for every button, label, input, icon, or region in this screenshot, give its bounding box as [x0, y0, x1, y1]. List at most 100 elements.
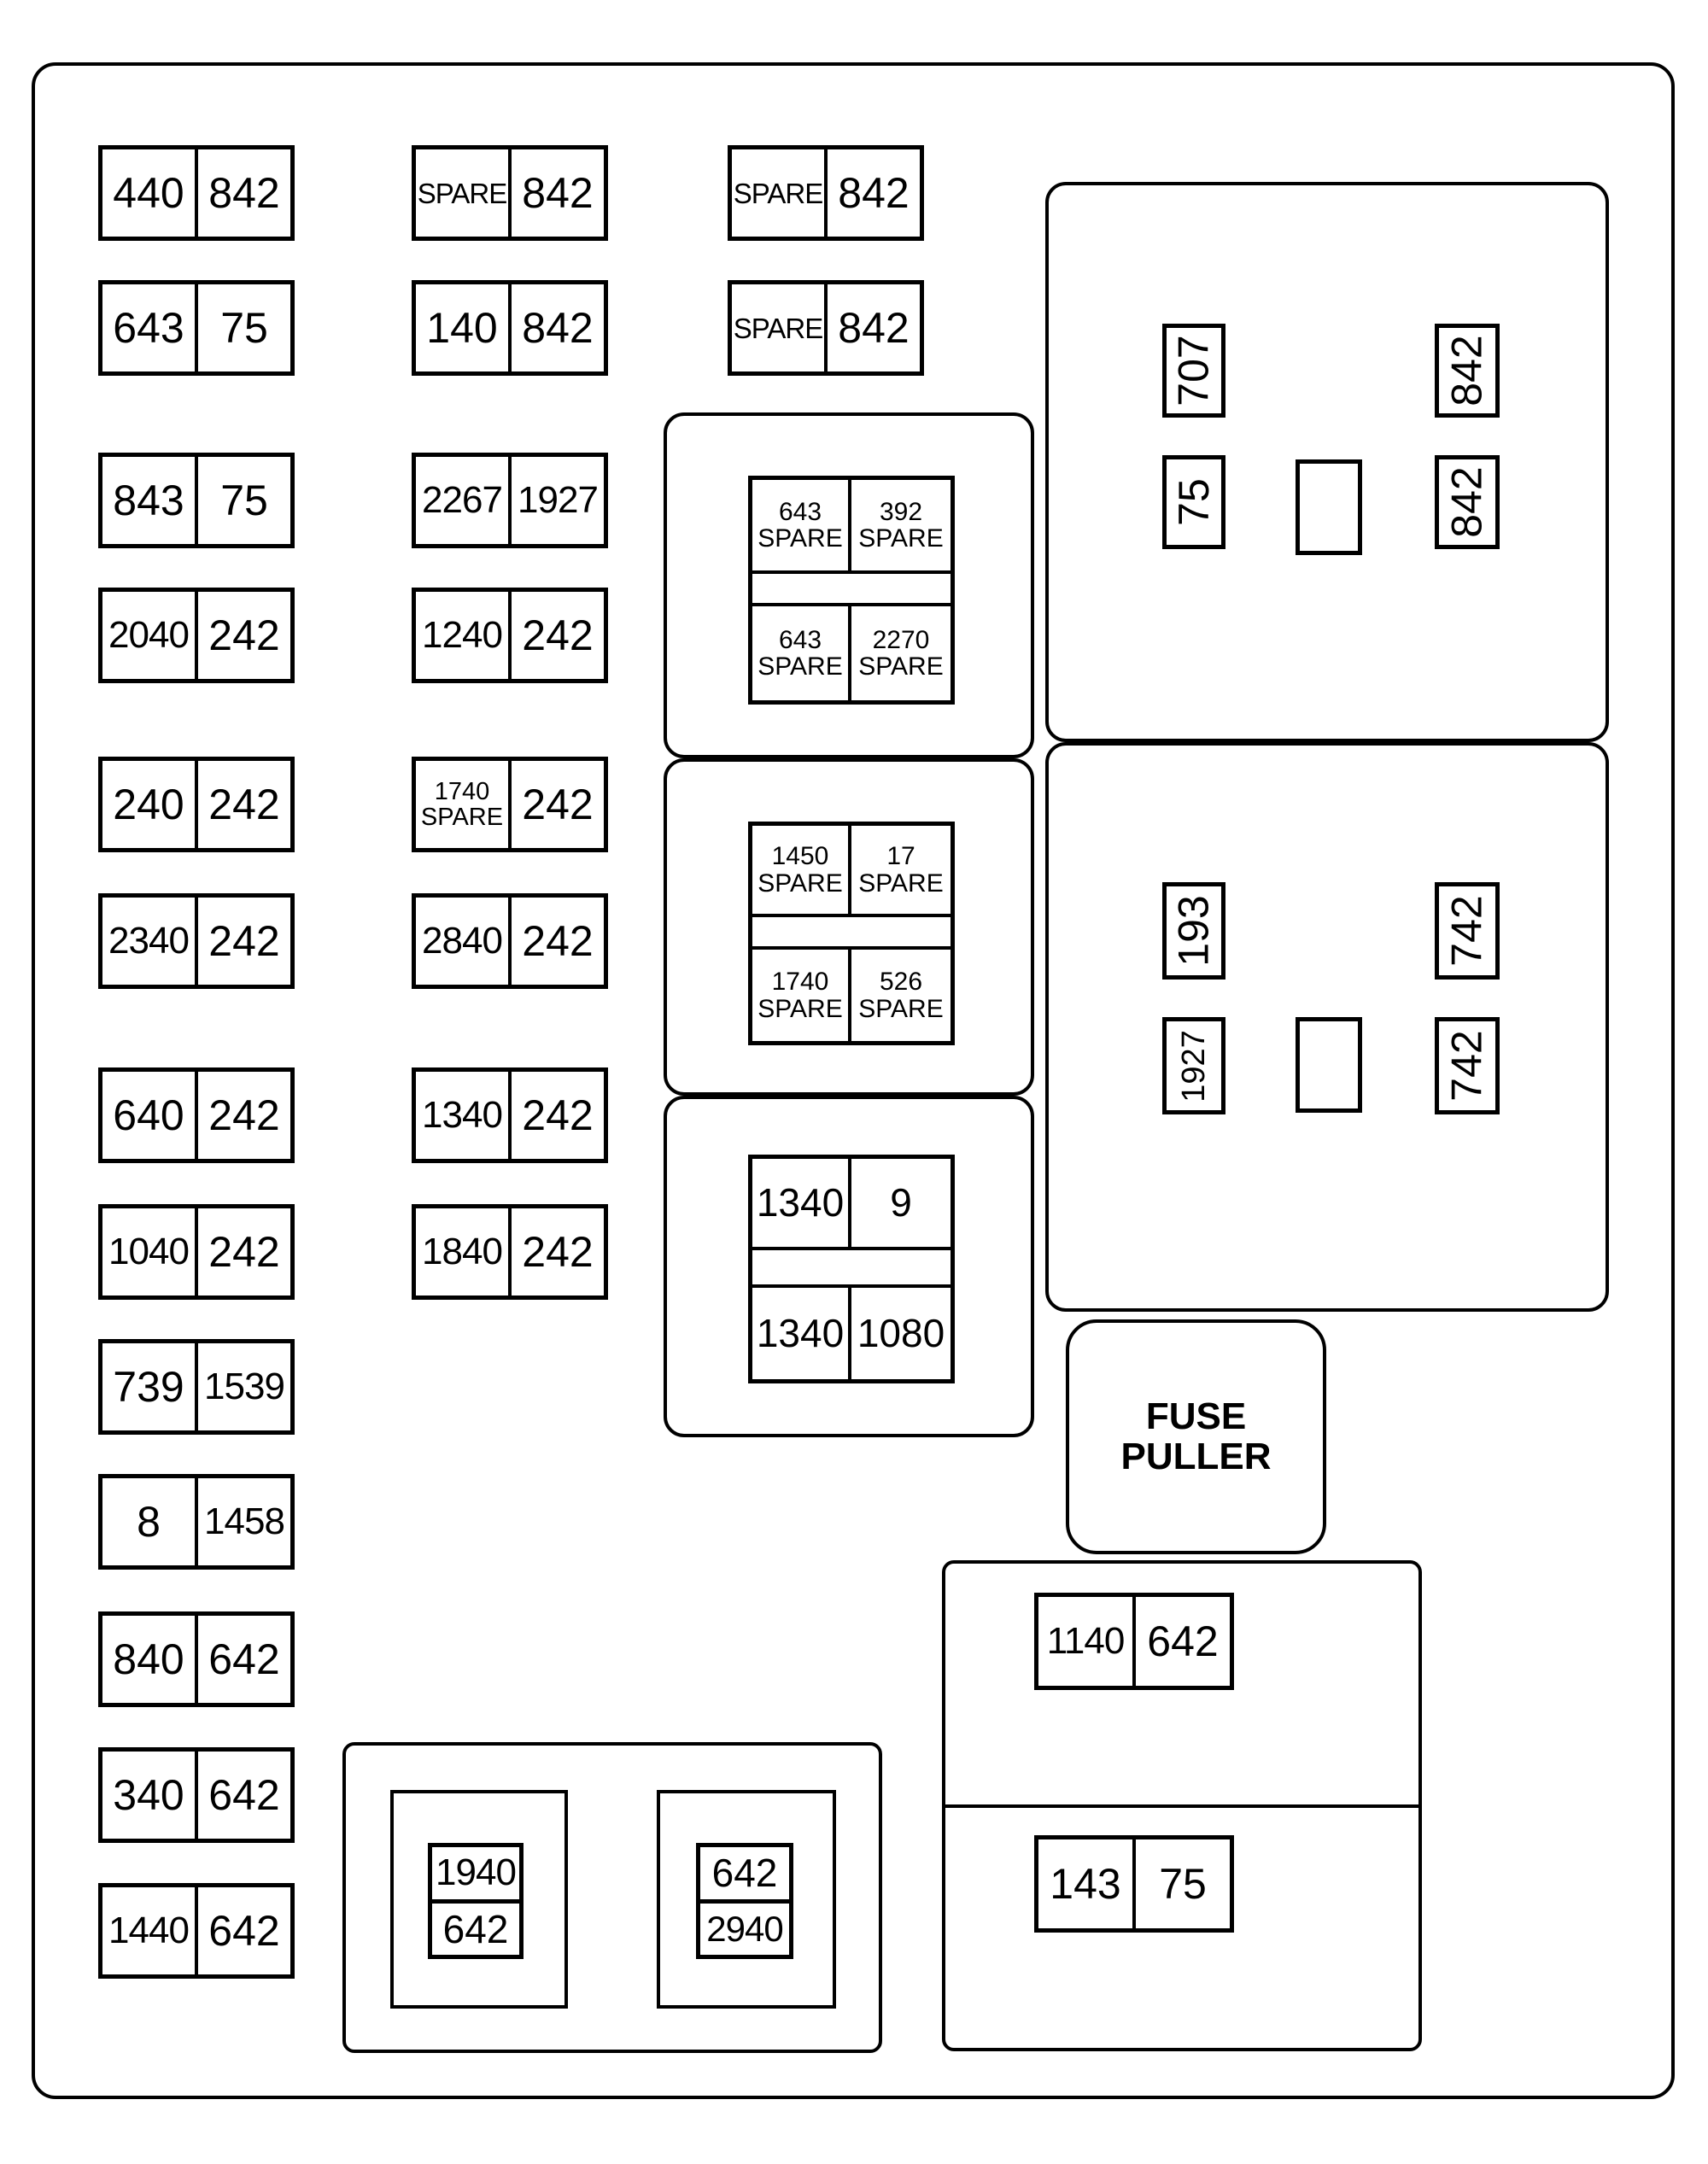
fuse-label: 242 [195, 1072, 290, 1159]
fuse-label: 640 [113, 1091, 184, 1139]
fuse-label: SPARE [733, 312, 823, 344]
fuse-label: 440 [113, 169, 184, 217]
relay-terminal-193: 193 [1162, 882, 1225, 980]
fuse-label: 2040 [108, 614, 190, 656]
fuse-label: 143 [1050, 1860, 1121, 1908]
relay-terminal-707: 707 [1162, 324, 1225, 418]
fuse-label: 642 [195, 1887, 290, 1974]
fuse-puller[interactable]: FUSE PULLER [1066, 1319, 1326, 1554]
fuse-pair[interactable]: 1140 642 [1034, 1593, 1234, 1690]
fuse-puller-label-line1: FUSE [1145, 1395, 1247, 1438]
fuse-label: 642 [195, 1616, 290, 1703]
cartridge-fuse[interactable]: 642 2940 [696, 1843, 793, 1959]
fuse-label: 1040 [108, 1231, 190, 1272]
fuse-label: 840 [113, 1635, 184, 1683]
fuse-label: 842 [508, 284, 604, 371]
fuse-label: 8 [137, 1498, 161, 1546]
relay-terminal-1927: 1927 [1162, 1017, 1225, 1114]
fuse-label: 1440 [108, 1910, 190, 1951]
relay-3-cell: 1080 [857, 1311, 945, 1356]
cartridge-fuse[interactable]: 1940 642 [428, 1843, 524, 1959]
fuse-label: 242 [508, 1208, 604, 1295]
fuse-label: 242 [508, 1072, 604, 1159]
fuse-label: SPARE [417, 177, 507, 209]
relay-terminal-742: 742 [1435, 1017, 1500, 1114]
fuse-label: 340 [113, 1771, 184, 1819]
fuse-label: 842 [195, 149, 290, 237]
relay-terminal-75: 75 [1162, 455, 1225, 549]
fuse-label: 642 [1132, 1597, 1230, 1686]
fuse-label: 842 [508, 149, 604, 237]
fuse-box-outline [32, 62, 1675, 2099]
fuse-label: SPARE [733, 177, 823, 209]
fuse-label: 1140 [1046, 1620, 1126, 1662]
relay-3[interactable]: 1340 9 1340 1080 [748, 1155, 955, 1383]
relay-center-pin [1296, 459, 1362, 555]
fuse-label: 2267 [422, 479, 503, 521]
fuse-label: 1340 [422, 1094, 503, 1136]
relay-center-pin [1296, 1017, 1362, 1113]
fuse-label: 1927 [508, 457, 604, 544]
fuse-label: 242 [508, 761, 604, 848]
fuse-label: 842 [824, 284, 920, 371]
fuse-label: 843 [113, 477, 184, 524]
fuse-panel-bottom-left: 1940 642 642 2940 [342, 1742, 882, 2053]
relay-3-cell: 1340 [752, 1159, 851, 1250]
fuse-panel-bottom-right: 1140 642 143 75 [942, 1560, 1422, 2051]
fuse-label: 643 [113, 304, 184, 352]
relay-terminal-842: 842 [1435, 455, 1500, 549]
fuse-label: 242 [195, 1208, 290, 1295]
relay-terminal-742: 742 [1435, 882, 1500, 980]
fuse-label: 75 [1132, 1839, 1230, 1928]
fuse-label: 1840 [422, 1231, 503, 1272]
fuse-label: 240 [113, 781, 184, 828]
fuse-label: 1539 [195, 1343, 290, 1430]
fuse-label: 2340 [108, 920, 190, 962]
fuse-label: 2940 [700, 1898, 789, 1956]
relay-1-divider [752, 574, 951, 606]
fuse-label: 242 [195, 761, 290, 848]
relay-3-cell: 9 [851, 1159, 951, 1250]
fuse-label: 642 [195, 1752, 290, 1839]
fuse-pair[interactable]: 143 75 [1034, 1835, 1234, 1933]
fuse-label: 242 [508, 898, 604, 985]
relay-terminal-842: 842 [1435, 324, 1500, 418]
fuse-label: 642 [711, 1851, 778, 1896]
fuse-label: 75 [195, 457, 290, 544]
fuse-label: 842 [824, 149, 920, 237]
fuse-label: 140 [426, 304, 498, 352]
relay-panel-right-middle: 193 1927 742 742 [1045, 742, 1609, 1312]
